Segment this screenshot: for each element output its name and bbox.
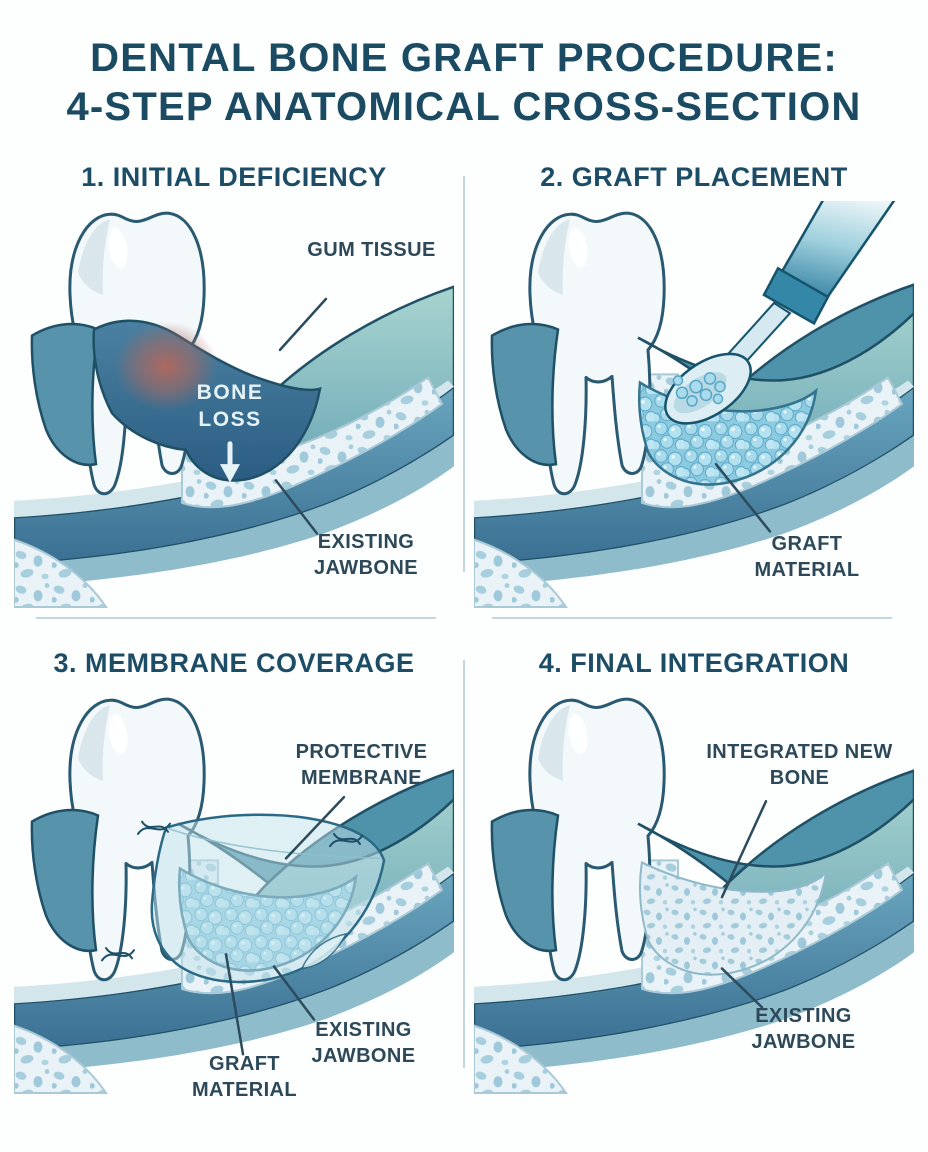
down-arrow-icon bbox=[220, 441, 240, 483]
panel2-cross-section bbox=[474, 201, 914, 609]
panel4-illustration: INTEGRATED NEW BONE EXISTING JAWBONE bbox=[474, 687, 914, 1095]
panel1-illustration: GUM TISSUE BONE LOSS EXISTING JAWBONE bbox=[14, 201, 454, 609]
gum-tissue-label: GUM TISSUE bbox=[307, 239, 436, 261]
panel-final-integration: 4. FINAL INTEGRATION INTEGRATED NEW BONE… bbox=[474, 648, 914, 1095]
panel2-illustration: GRAFT MATERIAL bbox=[474, 201, 914, 609]
page-title-line1: DENTAL BONE GRAFT PROCEDURE: bbox=[90, 36, 838, 80]
page-title: DENTAL BONE GRAFT PROCEDURE: 4-STEP ANAT… bbox=[0, 0, 928, 132]
leader-line-existing-jawbone bbox=[274, 479, 319, 535]
leader-line-integrated-new-bone bbox=[720, 799, 768, 899]
graft-material-label: GRAFT MATERIAL bbox=[754, 533, 860, 581]
protective-membrane-label: PROTECTIVE MEMBRANE bbox=[295, 741, 428, 789]
divider-horizontal-left bbox=[36, 617, 436, 619]
divider-vertical-row1 bbox=[463, 176, 465, 572]
panel1-heading: 1. INITIAL DEFICIENCY bbox=[81, 162, 387, 192]
graft-material-label: GRAFT MATERIAL bbox=[191, 1053, 298, 1101]
panel-graft-placement: 2. GRAFT PLACEMENT bbox=[474, 162, 914, 609]
integrated-new-bone-area bbox=[639, 860, 828, 976]
page-title-line2: 4-STEP ANATOMICAL CROSS-SECTION bbox=[66, 84, 862, 129]
inflammation-area bbox=[114, 321, 218, 412]
suture-stitches bbox=[101, 820, 363, 962]
existing-jawbone-label: EXISTING JAWBONE bbox=[751, 1005, 856, 1053]
graft-instrument bbox=[664, 201, 896, 425]
panel-initial-deficiency: 1. INITIAL DEFICIENCY GUM TISSUE BONE LO… bbox=[14, 162, 454, 609]
integrated-new-bone-label: INTEGRATED NEW BONE bbox=[706, 741, 893, 789]
leader-line-protective-membrane bbox=[284, 795, 346, 860]
panel1-cross-section bbox=[14, 211, 454, 609]
existing-jawbone-label: EXISTING JAWBONE bbox=[314, 531, 418, 579]
panel3-illustration: PROTECTIVE MEMBRANE GRAFT MATERIAL EXIST… bbox=[14, 687, 454, 1101]
membrane-fold-line bbox=[165, 827, 383, 860]
scoop-granules bbox=[672, 372, 726, 407]
leader-line-graft-material bbox=[224, 952, 245, 1056]
divider-horizontal-right bbox=[492, 617, 892, 619]
existing-jawbone-label: EXISTING JAWBONE bbox=[311, 1019, 416, 1067]
panel3-heading: 3. MEMBRANE COVERAGE bbox=[53, 648, 415, 678]
membrane-corner-flap bbox=[300, 932, 348, 970]
bone-loss-label: BONE LOSS bbox=[196, 381, 264, 432]
leader-line-existing-jawbone bbox=[720, 967, 764, 1009]
leader-line-gum-tissue bbox=[278, 297, 328, 352]
panel2-heading: 2. GRAFT PLACEMENT bbox=[540, 162, 848, 192]
divider-vertical-row2 bbox=[463, 660, 465, 1068]
instrument-collar bbox=[762, 266, 830, 326]
panel4-cross-section bbox=[474, 697, 914, 1095]
panel4-heading: 4. FINAL INTEGRATION bbox=[538, 648, 850, 678]
leader-line-graft-material bbox=[714, 462, 772, 533]
panel-membrane-coverage: 3. MEMBRANE COVERAGE PROTECTIVE MEMBRANE bbox=[14, 648, 454, 1101]
panel3-cross-section bbox=[14, 697, 454, 1095]
leader-line-existing-jawbone bbox=[272, 965, 316, 1021]
